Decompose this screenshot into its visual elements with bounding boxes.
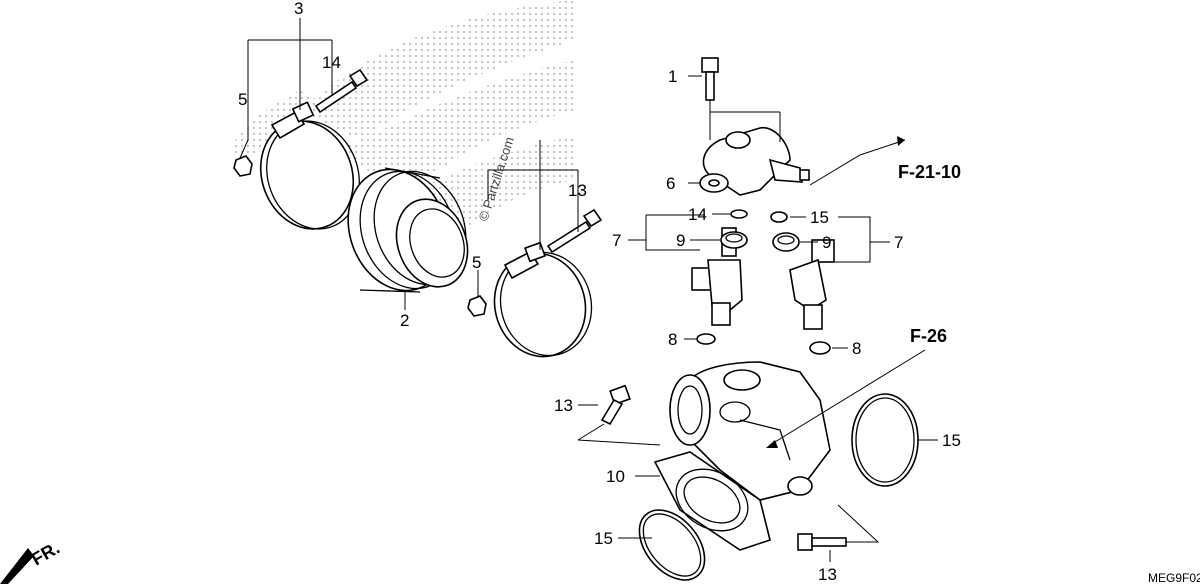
callout-9-right: 9 <box>822 233 831 252</box>
callout-13-upper: 13 <box>554 396 573 415</box>
o-ring-9-left <box>720 231 748 249</box>
callout-12: 14 <box>322 53 341 72</box>
seal-14-left <box>730 209 748 219</box>
callout-2: 2 <box>400 311 409 330</box>
diagram-code: MEG9F020 <box>1148 571 1200 584</box>
callout-11: 13 <box>568 181 587 200</box>
callout-13-lower: 13 <box>818 565 837 584</box>
callout-8-right: 8 <box>852 339 861 358</box>
callout-9-left: 9 <box>676 231 685 250</box>
callout-14-right: 15 <box>810 208 829 227</box>
callout-15-lower: 15 <box>594 529 613 548</box>
leader-lines <box>239 18 938 562</box>
callout-14-left: 14 <box>688 205 707 224</box>
throttle-body <box>653 361 831 551</box>
bolt-11 <box>546 208 603 254</box>
clamp-nut-upper <box>233 155 253 177</box>
callout-labels: 3 14 5 2 13 5 1 6 14 7 9 15 9 7 8 8 13 1… <box>238 0 961 584</box>
callout-5-lower: 5 <box>472 253 481 272</box>
front-label: FR. <box>28 538 63 570</box>
reference-f-21-10[interactable]: F-21-10 <box>898 162 961 182</box>
seal-14-right <box>770 211 788 223</box>
callout-5-upper: 5 <box>238 90 247 109</box>
hose-clamp-lower <box>493 241 593 358</box>
callout-15-right: 15 <box>942 431 961 450</box>
fuel-injector-right <box>789 239 835 330</box>
seal-8-right <box>809 341 831 355</box>
callout-7-left: 7 <box>612 231 621 250</box>
bolt-13-upper <box>600 384 631 426</box>
bolt-12 <box>314 68 369 114</box>
intake-insulator-boot <box>347 167 469 293</box>
front-direction-indicator: FR. <box>0 538 63 584</box>
front-arrow-icon <box>0 548 34 584</box>
bolt-1 <box>701 57 719 101</box>
o-ring-15-right <box>851 393 919 487</box>
callout-1: 1 <box>668 67 677 86</box>
o-ring-9-right <box>772 232 800 252</box>
bolt-13-lower <box>797 533 847 551</box>
callout-7-right: 7 <box>894 233 903 252</box>
callout-3: 3 <box>294 0 303 18</box>
callout-6: 6 <box>666 174 675 193</box>
sensor-bracket <box>699 127 810 196</box>
o-ring-15-lower <box>638 509 706 581</box>
callout-10: 10 <box>606 467 625 486</box>
callout-8-left: 8 <box>668 330 677 349</box>
seal-8-left <box>696 333 716 345</box>
clamp-nut-lower <box>467 295 487 317</box>
reference-f-26[interactable]: F-26 <box>910 326 947 346</box>
hose-clamp-upper <box>259 101 360 230</box>
